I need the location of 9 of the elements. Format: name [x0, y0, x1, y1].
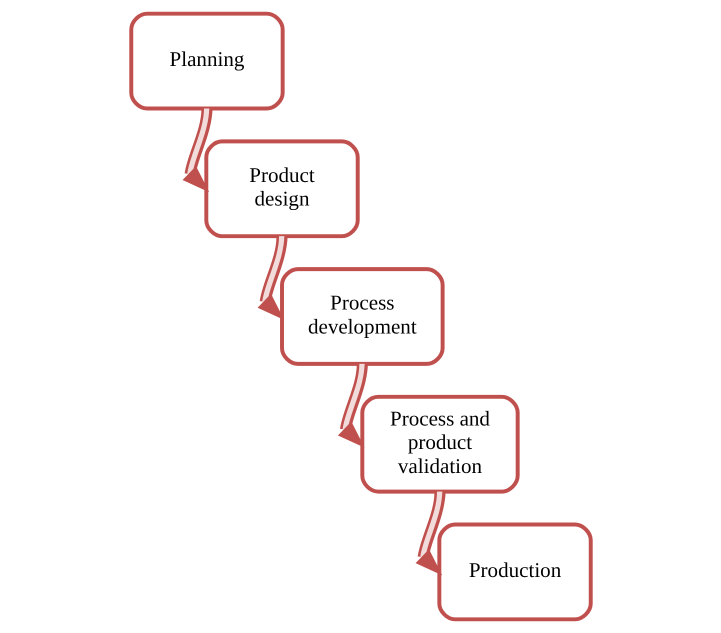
arrow: [257, 236, 288, 320]
node-box: Process development: [280, 267, 444, 366]
arrow: [415, 491, 446, 576]
arrow: [337, 364, 368, 448]
arrow: [182, 108, 212, 192]
node-box: Planning: [128, 12, 284, 110]
node-box: Process and product validation: [360, 394, 520, 494]
node-box: Product design: [204, 139, 360, 238]
node-box: Production: [436, 522, 592, 622]
